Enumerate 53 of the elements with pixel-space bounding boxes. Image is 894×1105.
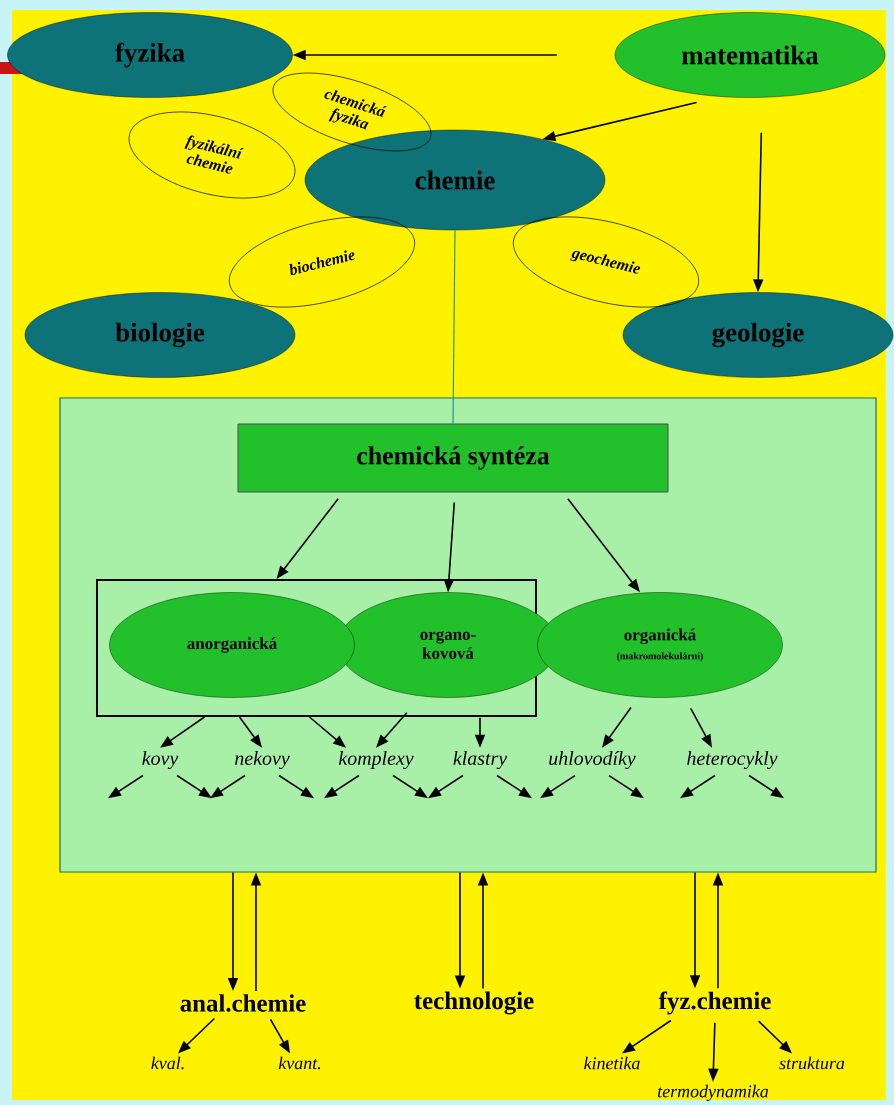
subfield-label: kval. <box>151 1056 184 1070</box>
arrow <box>542 101 698 142</box>
arrow <box>250 872 262 992</box>
subfield-label: kinetika <box>584 1056 640 1070</box>
branch-label: heterocykly <box>687 750 778 770</box>
arrow <box>269 1018 290 1054</box>
arrow <box>712 872 724 990</box>
discipline-label: technologie <box>414 991 534 1015</box>
subfield-label: struktura <box>779 1056 845 1070</box>
arrow <box>474 716 486 748</box>
arrow <box>748 774 784 799</box>
branch-label: kovy <box>142 750 179 770</box>
branch-label: uhlovodíky <box>549 750 636 770</box>
synthesis-box: chemická syntéza <box>237 423 669 493</box>
subfield-label: kvant. <box>278 1056 321 1070</box>
arrow <box>176 774 212 799</box>
discipline-label: anal.chemie <box>180 994 306 1012</box>
arrow <box>392 774 428 799</box>
arrow <box>689 871 701 989</box>
arrow <box>238 716 262 748</box>
arrow <box>608 774 644 799</box>
arrow <box>292 49 558 61</box>
arrow <box>602 706 632 748</box>
arrow <box>689 707 712 748</box>
arrow <box>308 716 346 748</box>
arrow <box>496 774 532 799</box>
arrow <box>108 774 144 799</box>
branch-label: komplexy <box>338 750 414 770</box>
arrow <box>227 871 239 991</box>
branch-label: nekovy <box>235 750 290 770</box>
arrow <box>178 1017 216 1054</box>
arrow <box>276 498 339 579</box>
arrow <box>622 1019 672 1054</box>
subfield-label: termodynamika <box>658 1084 769 1102</box>
group-frame <box>96 579 537 717</box>
arrow <box>210 774 246 799</box>
arrow <box>567 498 640 593</box>
arrow <box>708 1021 719 1082</box>
arrow <box>757 1020 792 1054</box>
arrow <box>753 131 764 293</box>
arrow <box>160 716 206 748</box>
arrow <box>324 774 360 799</box>
arrow <box>278 774 314 799</box>
connector-line <box>452 229 456 425</box>
discipline-label: fyz.chemie <box>658 991 771 1015</box>
arrow <box>428 774 464 799</box>
branch-label: klastry <box>453 750 508 770</box>
arrow <box>680 774 716 799</box>
arrow <box>540 774 576 799</box>
arrow <box>454 871 466 989</box>
arrow <box>376 711 408 748</box>
arrow <box>477 872 489 990</box>
arrow <box>443 501 456 593</box>
